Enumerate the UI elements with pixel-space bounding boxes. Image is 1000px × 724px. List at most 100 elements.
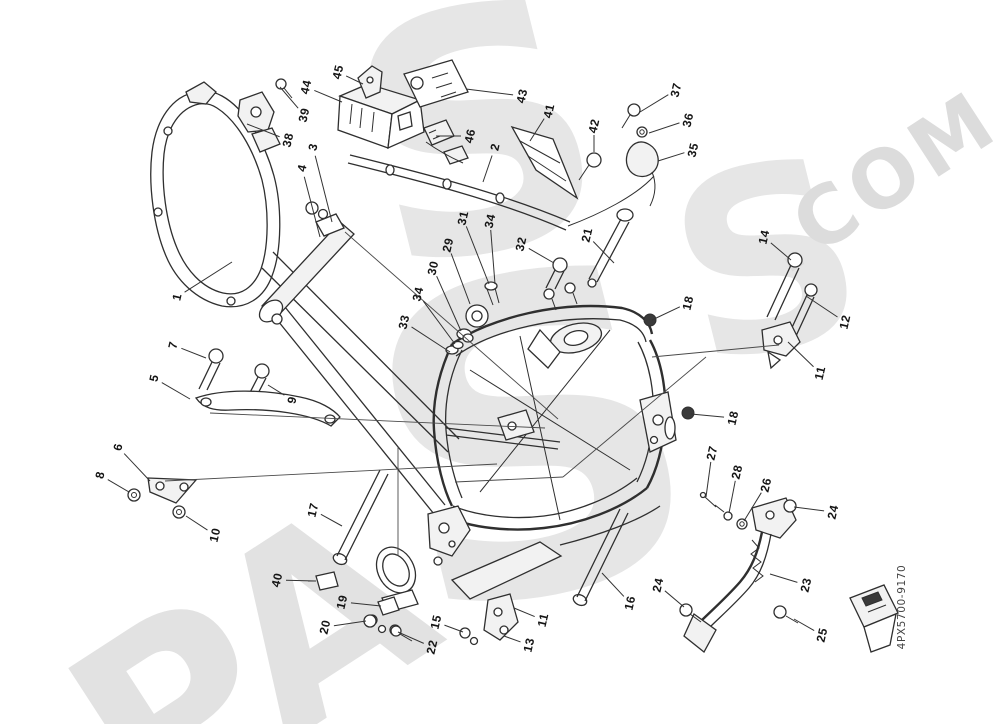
callout-5-4: 5 [146,373,161,383]
callout-6-5: 6 [110,442,125,452]
callout-labels: 1234567891011111213141516171818192021222… [92,63,853,655]
leader-line-19-20 [350,602,382,607]
callout-7-6: 7 [165,340,180,350]
diagram-code: 4PX5700-9170 [896,565,908,650]
callout-31-33: 31 [455,209,472,226]
callout-13-13: 13 [521,636,538,653]
leader-line-18-18 [651,306,681,321]
callout-10-9: 10 [207,526,224,543]
callout-29-31: 29 [440,236,457,253]
leader-line-27-29 [705,461,712,498]
leader-line-44-47 [314,90,343,103]
leader-line-4-3 [303,176,321,238]
leader-line-10-9 [185,515,208,531]
leader-line-35-38 [657,152,685,162]
leader-line-11-10 [787,341,814,368]
callout-4-3: 4 [294,163,309,173]
leader-line-45-48 [345,75,364,85]
callout-24-25: 24 [825,503,842,520]
leader-line-30-32 [436,276,462,332]
callout-23-24: 23 [798,576,815,593]
callout-24-26: 24 [650,576,667,593]
leader-line-29-31 [450,253,471,305]
leader-line-8-7 [107,479,130,493]
leader-line-12-12 [805,295,838,318]
leader-line-3-2 [314,155,333,223]
callout-46-49: 46 [462,127,479,144]
frame-artwork [127,59,899,653]
callout-14-14: 14 [756,228,773,245]
leader-line-25-27 [793,618,815,631]
leader-line-37-40 [639,94,669,113]
leader-line-17-17 [320,513,343,527]
callout-21-22: 21 [579,226,596,243]
leader-line-24-25 [793,506,825,512]
callout-37-40: 37 [668,81,685,98]
reference-line-6 [562,356,707,478]
callout-28-30: 28 [729,463,746,480]
leader-line-33-35 [411,326,451,353]
callout-3-2: 3 [305,142,320,152]
callout-17-17: 17 [305,501,322,518]
callout-15-15: 15 [428,613,445,630]
reference-line-0 [209,412,546,429]
leader-line-21-22 [592,241,615,264]
callout-36-39: 36 [680,111,697,128]
leader-line-28-30 [728,480,736,514]
reference-line-4 [344,231,559,420]
reference-lines [164,231,780,556]
callout-16-16: 16 [622,594,639,611]
leader-line-22-23 [397,631,424,644]
leader-line-13-13 [503,635,521,643]
callout-20-21: 20 [317,618,334,635]
reference-line-5 [454,476,564,483]
callout-27-29: 27 [704,444,721,461]
callout-18-18: 18 [680,294,697,311]
leader-line-16-16 [601,572,625,597]
leader-line-34-36 [490,229,496,285]
leader-line-5-4 [161,382,191,400]
leader-line-9-8 [267,384,285,396]
leader-line-23-24 [769,573,798,583]
callout-42-45: 42 [586,117,603,134]
leader-line-38-41 [246,123,280,138]
callout-41-44: 41 [541,102,558,119]
callout-32-34: 32 [513,235,530,252]
callout-11-10: 11 [812,365,829,381]
leader-line-34-37 [422,300,456,345]
callout-38-41: 38 [280,131,297,148]
callout-35-38: 35 [685,141,702,158]
reference-line-3 [651,344,780,358]
callout-26-28: 26 [758,476,775,493]
leader-line-15-15 [444,624,464,633]
leader-line-11-11 [513,607,535,618]
leader-line-31-33 [465,226,490,285]
callout-11-11: 11 [535,612,552,628]
leader-line-41-44 [529,118,545,142]
leader-line-6-5 [123,453,151,482]
callout-2-1: 2 [487,142,502,152]
callout-12-12: 12 [837,313,854,330]
leader-line-18-19 [690,413,725,418]
leader-line-7-6 [181,347,207,359]
leader-line-32-34 [528,248,555,264]
callout-8-7: 8 [92,470,107,480]
leader-line-14-14 [770,242,792,261]
callout-18-19: 18 [725,409,742,426]
callout-30-32: 30 [425,259,442,276]
leader-line-40-43 [285,579,317,582]
callout-34-36: 34 [482,212,499,229]
leader-line-20-21 [333,620,367,627]
callout-34-37: 34 [410,285,427,302]
callout-40-43: 40 [269,571,286,588]
leader-line-36-39 [648,122,680,134]
leader-line-24-26 [664,590,685,608]
callout-22-23: 22 [424,638,441,655]
reference-line-1 [164,463,498,482]
callout-39-42: 39 [296,106,313,123]
leader-line-1-0 [184,261,233,293]
leader-lines [107,75,838,644]
leader-line-2-1 [482,155,493,183]
callout-1-0: 1 [169,292,184,302]
